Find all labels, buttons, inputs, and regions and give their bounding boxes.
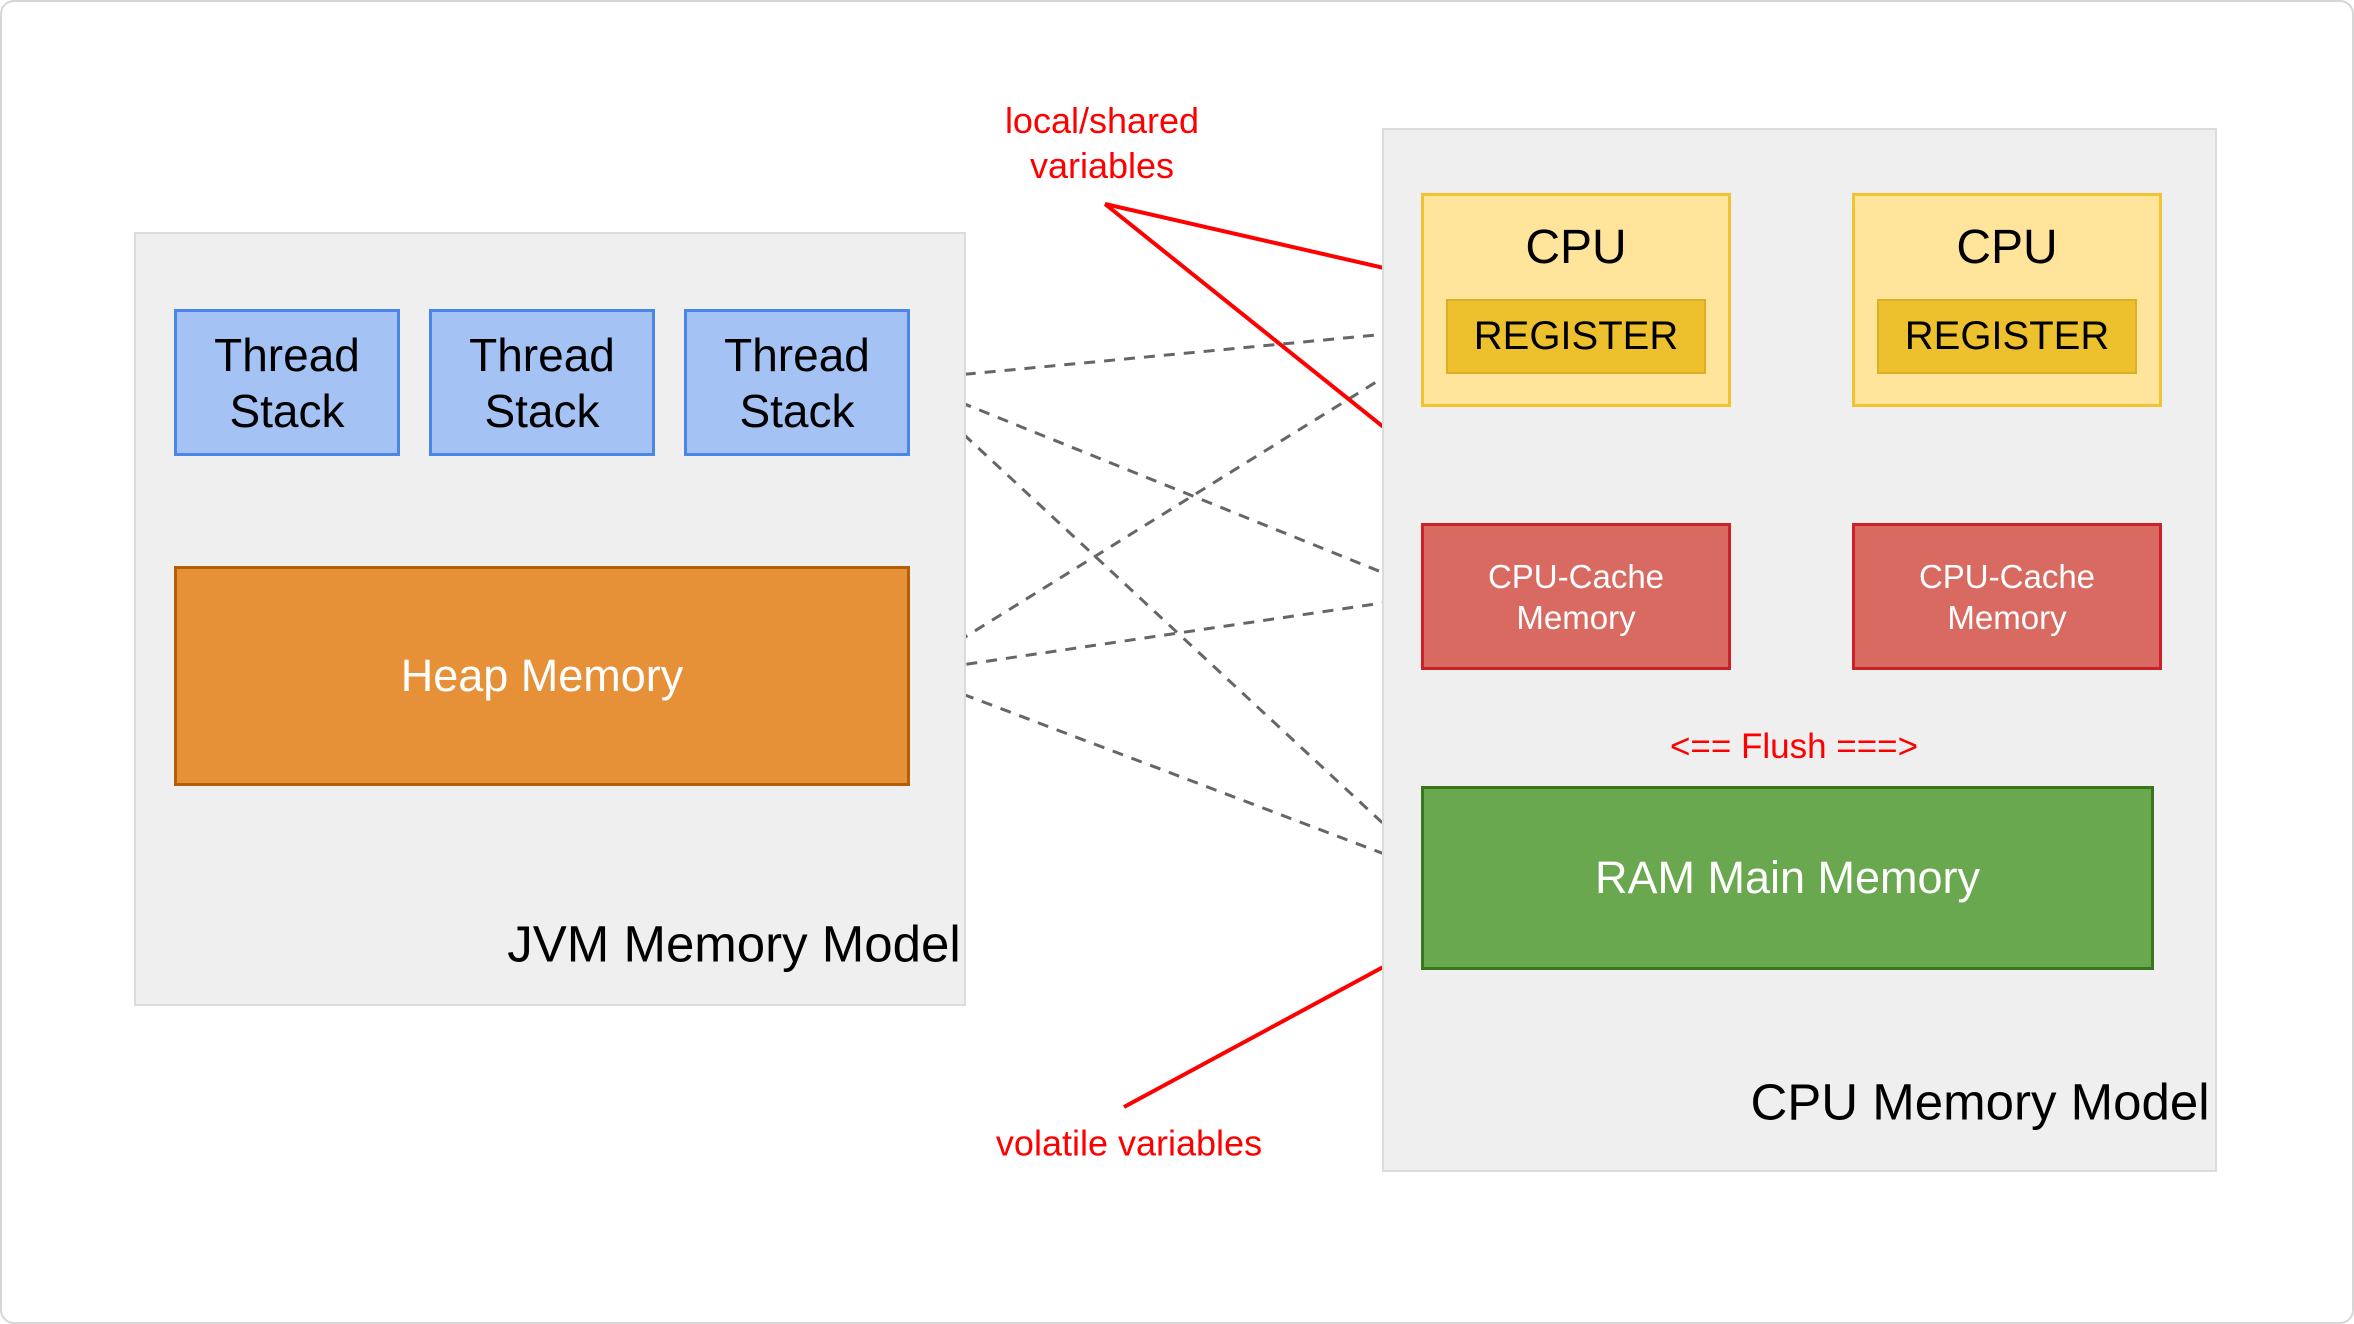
ram-main-memory-label: RAM Main Memory	[1594, 852, 1981, 903]
thread-stack-label-line1: Thread	[214, 328, 360, 381]
cpu-cache-box-2: CPU-Cache Memory	[1852, 523, 2162, 670]
thread-stack-label-line1: Thread	[724, 328, 870, 381]
heap-memory-label: Heap Memory	[400, 650, 684, 701]
thread-stack-label-line2: Stack	[739, 384, 855, 437]
thread-stack-box-1: Thread Stack	[174, 309, 400, 456]
cpu-box-2: CPU REGISTER	[1852, 193, 2162, 407]
heap-memory-box: Heap Memory	[174, 566, 910, 786]
jvm-panel: Thread Stack Thread Stack Thread Stack H…	[134, 232, 966, 1006]
ram-main-memory-box: RAM Main Memory	[1421, 786, 2154, 970]
cpu-label: CPU	[1956, 221, 2058, 274]
thread-stack-label-line1: Thread	[469, 328, 615, 381]
cpu-cache-box-1: CPU-Cache Memory	[1421, 523, 1731, 670]
link-threadstack3-cache1	[903, 377, 1418, 589]
cpu-label: CPU	[1525, 221, 1627, 274]
local-shared-line2: variables	[1029, 145, 1175, 186]
local-shared-line1: local/shared	[1004, 100, 1200, 141]
link-threadstack3-ram	[903, 378, 1418, 856]
cpu-cache-label-line2: Memory	[1947, 598, 2067, 636]
thread-stack-box-2: Thread Stack	[429, 309, 655, 456]
cpu-cache-label-line1: CPU-Cache	[1918, 557, 2096, 595]
cpu-cache-label-line2: Memory	[1516, 598, 1636, 636]
jvm-panel-title: JVM Memory Model	[507, 915, 961, 973]
flush-annotation: <== Flush ===>	[1669, 727, 1919, 766]
cpu-panel: CPU REGISTER CPU REGISTER CPU-Cache Memo…	[1382, 128, 2217, 1172]
thread-stack-label-line2: Stack	[229, 384, 345, 437]
thread-stack-label-line2: Stack	[484, 384, 600, 437]
thread-stack-box-3: Thread Stack	[684, 309, 910, 456]
local-shared-variables-annotation: local/shared variables	[1005, 98, 1199, 188]
link-heap-cache1	[905, 589, 1418, 682]
cpu-panel-title: CPU Memory Model	[1750, 1073, 2210, 1131]
link-heap-ram	[905, 669, 1418, 870]
link-threadstack3-register1	[903, 319, 1441, 390]
volatile-variables-annotation: volatile variables	[995, 1122, 1263, 1164]
link-heap-register1	[905, 341, 1441, 675]
register-label: REGISTER	[1473, 314, 1679, 358]
cpu-cache-label-line1: CPU-Cache	[1487, 557, 1665, 595]
register-box-1: REGISTER	[1446, 299, 1706, 374]
cpu-box-1: CPU REGISTER	[1421, 193, 1731, 407]
register-label: REGISTER	[1904, 314, 2110, 358]
register-box-2: REGISTER	[1877, 299, 2137, 374]
